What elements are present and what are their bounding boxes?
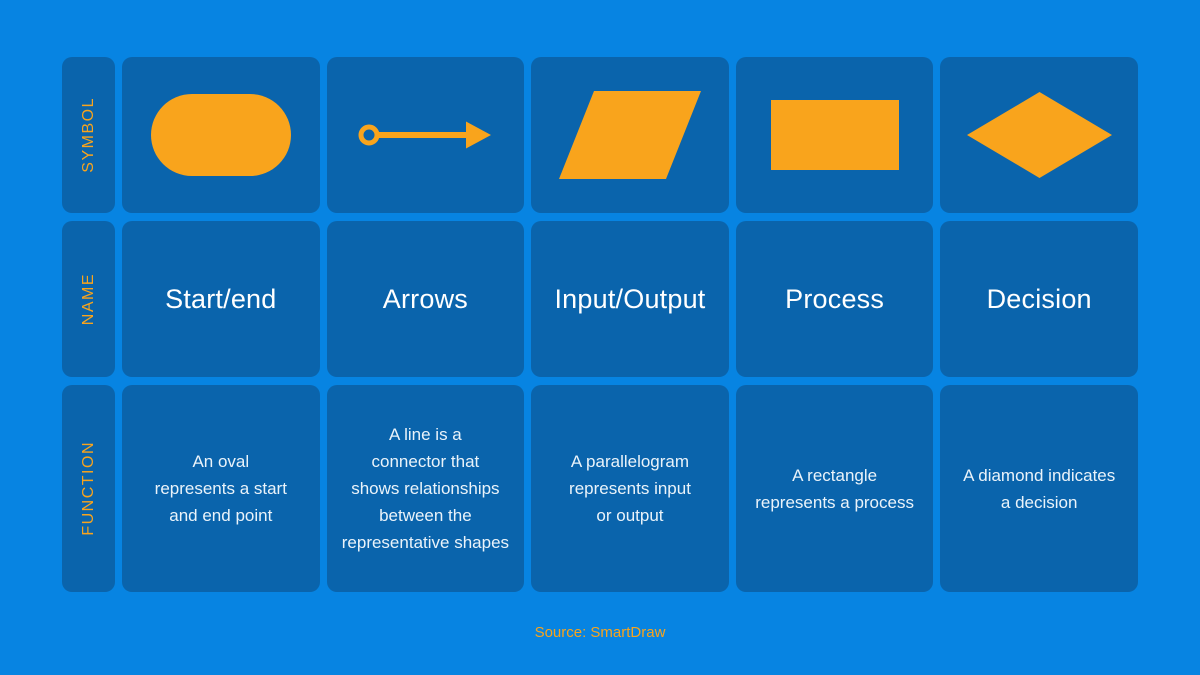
function-arrows: A line is a connector that shows relatio… (326, 385, 525, 592)
row-label-function-text: FUNCTION (79, 441, 97, 536)
function-input-output: A parallelogram represents input or outp… (531, 385, 729, 592)
row-label-symbol-text: SYMBOL (79, 97, 97, 173)
symbol-cell-start-end (122, 57, 320, 213)
function-decision: A diamond indicates a decision (940, 385, 1138, 592)
symbol-cell-decision (940, 57, 1138, 213)
name-input-output: Input/Output (531, 221, 729, 377)
rectangle-icon (770, 100, 899, 170)
oval-terminator-icon (150, 94, 291, 176)
parallelogram-icon (558, 91, 701, 179)
name-process: Process (735, 221, 934, 377)
symbol-cell-input-output (531, 57, 729, 213)
row-label-symbol: SYMBOL (62, 57, 115, 213)
name-decision: Decision (940, 221, 1138, 377)
row-label-name-text: NAME (79, 272, 97, 326)
function-start-end: An oval represents a start and end point (122, 385, 320, 592)
name-arrows: Arrows (326, 221, 525, 377)
symbol-table: SYMBOL NAME Start/end Arrows Input/Outpu… (62, 57, 1138, 592)
name-start-end: Start/end (122, 221, 320, 377)
row-label-function: FUNCTION (62, 385, 115, 592)
source-credit: Source: SmartDraw (534, 624, 666, 641)
function-process: A rectangle represents a process (735, 385, 934, 592)
symbol-cell-process (735, 57, 934, 213)
diamond-icon (966, 92, 1112, 178)
symbol-cell-arrows (326, 57, 525, 213)
arrow-connector-icon (358, 121, 492, 149)
row-label-name: NAME (62, 221, 115, 377)
